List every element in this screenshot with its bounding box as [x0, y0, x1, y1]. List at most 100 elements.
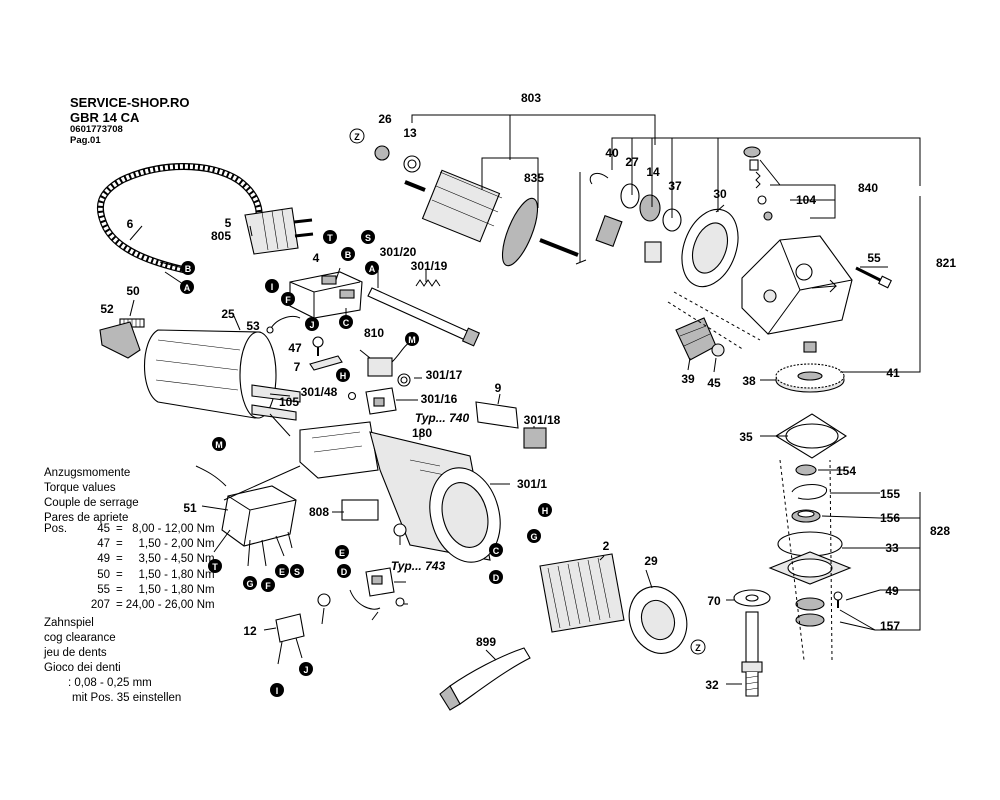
shim-plate-drawing	[774, 413, 848, 459]
part-label: 35	[739, 430, 753, 444]
torque-equals: =	[116, 599, 123, 612]
part-label: 40	[605, 146, 619, 160]
connector-marker-a: A	[180, 280, 194, 294]
part-label: 2	[603, 539, 610, 553]
part-label: 53	[246, 319, 260, 333]
connector-letter: Z	[695, 643, 701, 653]
brush-holder-301-16-drawing	[347, 387, 397, 415]
torque-equals: =	[116, 538, 123, 551]
connector-letter: F	[285, 295, 291, 305]
torque-range: 1,50 - 1,80 Nm	[138, 583, 215, 596]
connector-marker-d: D	[337, 564, 351, 578]
torque-pos: 49	[97, 553, 110, 566]
bearing-cover-drawing	[628, 586, 688, 654]
torque-range: 8,00 - 12,00 Nm	[132, 523, 215, 535]
part-label: 37	[668, 179, 682, 193]
torque-range: 1,50 - 2,00 Nm	[138, 538, 215, 551]
part-label: 27	[625, 155, 639, 169]
clip-7-drawing	[309, 355, 343, 371]
torque-table: Pos. 45 = 8,00 - 12,00 Nm 47 = 1,50 - 2,…	[44, 522, 215, 613]
connector-letter: J	[303, 665, 308, 675]
part-label: 12	[243, 624, 257, 638]
connector-letter: M	[408, 335, 416, 345]
part-label: 38	[742, 374, 756, 388]
part-label: 803	[521, 91, 541, 105]
part-label: 70	[707, 594, 721, 608]
connector-marker-h: H	[538, 503, 552, 517]
connector-letter: G	[530, 532, 537, 542]
part-label: 301/19	[411, 259, 448, 273]
connector-letter: A	[369, 264, 376, 274]
connector-marker-z: Z	[690, 639, 706, 655]
grease-tube-drawing	[439, 647, 531, 711]
part-label: 30	[713, 187, 727, 201]
torque-row: 55 = 1,50 - 1,80 Nm	[44, 583, 215, 598]
part-label: 50	[126, 284, 140, 298]
torque-pos: 55	[97, 583, 110, 596]
connector-letter: F	[265, 581, 271, 591]
part-label: 301/17	[426, 368, 463, 382]
torque-row: Pos. 45 = 8,00 - 12,00 Nm	[44, 522, 215, 537]
part-label: 104	[796, 193, 816, 207]
part-label: 810	[364, 326, 384, 340]
part-label: 32	[705, 678, 719, 692]
torque-equals: =	[116, 583, 123, 596]
brush-holder-lower-drawing	[317, 567, 405, 610]
connector-marker-j: J	[305, 317, 319, 331]
connector-letter: T	[212, 562, 218, 572]
torque-row: 50 = 1,50 - 1,80 Nm	[44, 568, 215, 583]
part-label: 39	[681, 372, 695, 386]
connector-marker-a: A	[365, 261, 379, 275]
part-label: 154	[836, 464, 856, 478]
shop-name: SERVICE-SHOP.RO	[70, 95, 190, 110]
ring-154-drawing	[795, 464, 817, 476]
connector-letter: A	[184, 283, 191, 293]
connector-marker-m: M	[405, 332, 419, 346]
connector-letter: E	[279, 567, 285, 577]
part-label: 157	[880, 619, 900, 633]
leader-lines	[129, 114, 921, 685]
field-stator-drawing	[539, 553, 625, 633]
switch-block-drawing	[266, 271, 363, 334]
part-label: 41	[886, 366, 900, 380]
connector-letter: S	[294, 567, 300, 577]
washer-70-drawing	[733, 589, 771, 607]
cog-line: Gioco dei denti	[44, 662, 121, 674]
torque-title: Anzugsmomente Torque values Couple de se…	[44, 466, 139, 526]
part-label: 301/48	[301, 385, 338, 399]
part-label: 29	[644, 554, 658, 568]
part-label: 899	[476, 635, 496, 649]
torque-row: 47 = 1,50 - 2,00 Nm	[44, 537, 215, 552]
electronics-module-drawing	[195, 465, 297, 567]
torque-range: 1,50 - 1,80 Nm	[138, 568, 215, 581]
part-label: 47	[288, 341, 302, 355]
bearing-flange-drawing	[768, 531, 852, 627]
connector-marker-t: T	[208, 559, 222, 573]
torque-equals: =	[116, 568, 123, 581]
armature-drawing	[374, 145, 579, 267]
torque-pos: 45	[97, 523, 110, 535]
model-name: GBR 14 CA	[70, 110, 140, 125]
part-label: Typ... 740	[415, 411, 470, 425]
cog-notes: Zahnspiel cog clearance jeu de dents Gio…	[44, 616, 181, 706]
connector-marker-i: I	[270, 683, 284, 697]
part-label: 49	[885, 584, 899, 598]
part-label: 180	[412, 426, 432, 440]
torque-prefix: Pos.	[44, 523, 68, 535]
motor-cover-drawing	[143, 329, 301, 421]
connector-letter: I	[276, 686, 279, 696]
connector-letter: T	[327, 233, 333, 243]
connector-letter: I	[271, 282, 274, 292]
connector-marker-m: M	[212, 437, 226, 451]
bearing-group-drawing	[589, 172, 682, 263]
part-label: 808	[309, 505, 329, 519]
part-label: 835	[524, 171, 544, 185]
connector-marker-s: S	[290, 564, 304, 578]
page-number: Pag.01	[70, 135, 101, 146]
torque-title-line: Pares de apriete	[44, 512, 129, 524]
torque-title-line: Anzugsmomente	[44, 467, 131, 479]
part-label: 821	[936, 256, 956, 270]
part-label: 13	[403, 126, 417, 140]
connector-letter: G	[246, 579, 253, 589]
part-label: 5	[225, 216, 232, 230]
